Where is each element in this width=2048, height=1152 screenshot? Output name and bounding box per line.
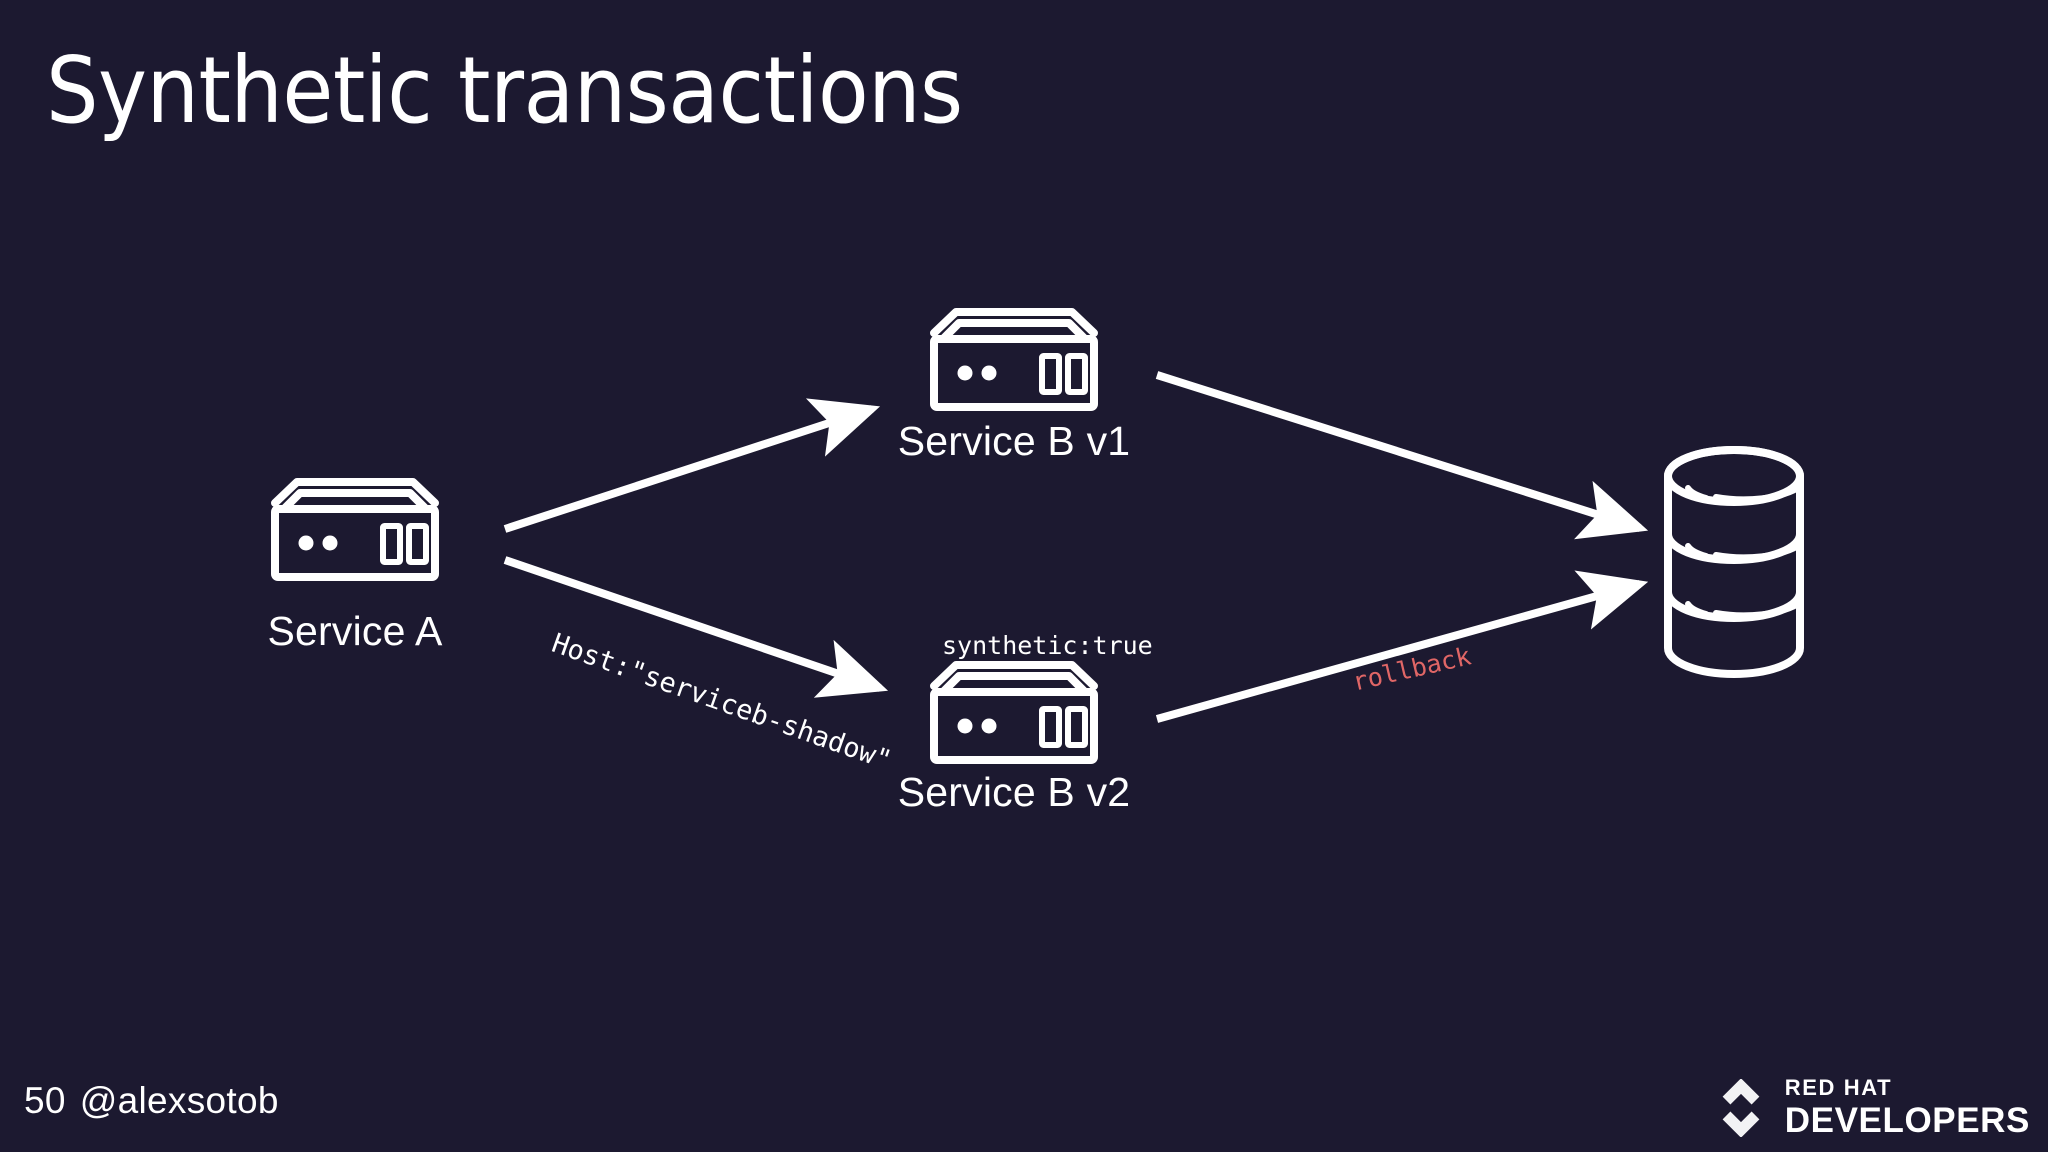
db-highlight [1713, 485, 1801, 503]
server-bay [1065, 353, 1088, 395]
server-led-dot [957, 365, 973, 381]
edge-service-b-v2-to-database [1155, 570, 1649, 723]
logo-wordmark: RED HAT DEVELOPERS [1784, 1075, 2030, 1140]
edge-service-a-to-service-b-v2 [503, 556, 889, 698]
db-highlight [1713, 543, 1801, 561]
node-label-service-b-v2: Service B v2 [897, 769, 1131, 815]
slide-footer: 50 @alexsotob [24, 1080, 279, 1122]
page-title: Synthetic transactions [46, 37, 963, 144]
logo-line-red-hat: RED HAT [1784, 1075, 1893, 1100]
server-led-dot [957, 718, 973, 734]
node-service-b-v1[interactable] [930, 308, 1098, 411]
edge-service-b-v1-to-database [1155, 371, 1649, 540]
db-highlight [1713, 601, 1801, 619]
logo-line-developers: DEVELOPERS [1784, 1101, 2030, 1140]
node-label-service-a: Service A [267, 608, 443, 654]
db-highlight [1685, 543, 1709, 559]
server-led-dot [322, 535, 338, 551]
server-led-dot [981, 365, 997, 381]
server-bay [1065, 706, 1088, 748]
node-label-service-b-v1: Service B v1 [897, 418, 1131, 464]
server-led-dot [981, 718, 997, 734]
red-hat-developers-logo: RED HAT DEVELOPERS [1712, 1077, 2030, 1138]
author-handle: @alexsotob [79, 1080, 279, 1121]
db-highlight [1685, 601, 1709, 617]
page-number: 50 [24, 1080, 66, 1121]
node-service-a[interactable] [271, 478, 439, 581]
server-bay [380, 523, 403, 565]
edge-label-synthetic-true: synthetic:true [942, 631, 1153, 660]
node-service-b-v2[interactable] [930, 661, 1098, 764]
server-bay [1039, 706, 1062, 748]
diagram-edges [503, 371, 1649, 723]
server-led-dot [298, 535, 314, 551]
node-database[interactable] [1664, 446, 1804, 678]
red-hat-logo-icon [1722, 1078, 1760, 1137]
db-highlight [1685, 485, 1709, 501]
edge-service-a-to-service-b-v1 [503, 398, 881, 533]
server-bay [406, 523, 429, 565]
server-bay [1039, 353, 1062, 395]
